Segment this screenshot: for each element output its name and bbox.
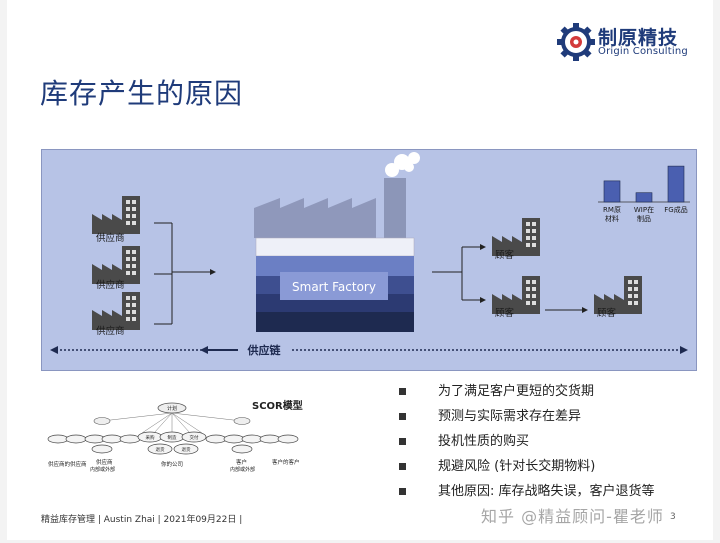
supplier-1 <box>92 196 140 234</box>
list-item: 其他原因: 库存战略失误，客户退货等 <box>391 482 711 507</box>
scor-title: SCOR模型 <box>252 399 303 412</box>
logo-chinese-name: 制原精技 <box>598 27 679 49</box>
inventory-label-1-1: 制品 <box>637 214 651 223</box>
arrow-to-customer-2-icon <box>480 297 486 303</box>
list-item: 规避风险 (针对长交期物料) <box>391 457 711 482</box>
supplier-3-label: 供应商 <box>96 325 125 337</box>
scor-customer-of-customer: 客户的客户 <box>272 458 300 466</box>
inventory-label-2-0: FG成品 <box>664 205 687 214</box>
scor-supplier-sub: 内部或外部 <box>90 466 115 473</box>
inventory-label-0-0: RM原 <box>603 206 621 214</box>
smart-factory <box>254 152 420 332</box>
supplier-connector <box>154 222 210 325</box>
inventory-bar-2 <box>667 165 685 203</box>
customer-2-label: 顾客 <box>495 307 515 319</box>
customer-3-label: 顾客 <box>597 307 617 319</box>
page-number: 3 <box>670 512 676 522</box>
logo-english-name: Origin Consulting <box>598 46 688 57</box>
bullet-square-icon <box>399 438 406 445</box>
gear-logo-icon <box>557 23 595 61</box>
supplier-3 <box>92 292 140 330</box>
scor-supplier: 供应商 <box>96 458 113 466</box>
inventory-label-0-1: 材料 <box>605 214 619 223</box>
list-item: 投机性质的购买 <box>391 432 711 457</box>
scor-model-svg: SCOR模型 计划 <box>47 399 303 473</box>
supply-chain-label: 供应链 <box>247 343 282 357</box>
supply-chain-svg: 供应商 供应商 供应商 <box>50 152 690 357</box>
customer-connector <box>432 246 582 311</box>
smart-factory-label: Smart Factory <box>292 280 376 294</box>
arrow-to-customer-3-icon <box>582 307 588 313</box>
scor-model: SCOR模型 计划 <box>40 397 310 492</box>
inventory-bar-0 <box>603 180 621 203</box>
scor-plan-label: 计划 <box>167 405 177 412</box>
inventory-label-1-0: WIP在 <box>634 205 654 214</box>
scor-return-label-1: 退货 <box>156 446 165 453</box>
scor-your-company: 你的公司 <box>161 460 183 468</box>
bullet-square-icon <box>399 463 406 470</box>
scor-customer: 客户 <box>236 458 247 466</box>
supplier-1-label: 供应商 <box>96 232 125 244</box>
scor-return-label-2: 退货 <box>182 446 191 453</box>
supply-chain-diagram: 供应商 供应商 供应商 <box>41 149 697 371</box>
footer: 精益库存管理 | Austin Zhai | 2021年09月22日 | <box>41 515 243 525</box>
scor-customer-sub: 内部或外部 <box>230 466 255 473</box>
arrow-to-customer-1-icon <box>480 244 486 250</box>
bullet-square-icon <box>399 413 406 420</box>
bullet-square-icon <box>399 488 406 495</box>
list-item: 为了满足客户更短的交货期 <box>391 382 711 407</box>
supply-chain-arrow <box>50 346 688 354</box>
reasons-list: 为了满足客户更短的交货期 预测与实际需求存在差异 投机性质的购买 规避风险 (针… <box>391 382 711 507</box>
supplier-2 <box>92 246 140 284</box>
watermark: 知乎 @精益顾问-瞿老师 <box>481 507 664 526</box>
scor-deliver-label: 交付 <box>190 434 199 441</box>
customer-1-label: 顾客 <box>495 249 515 261</box>
inventory-bar-1 <box>635 192 653 203</box>
page-title: 库存产生的原因 <box>40 77 244 110</box>
scor-supplier-of-supplier: 供应商的供应商 <box>48 460 87 468</box>
scor-make-label: 制造 <box>168 434 177 441</box>
slide: 制原精技 Origin Consulting 库存产生的原因 供应商 <box>7 0 713 540</box>
logo <box>556 22 706 62</box>
list-item: 预测与实际需求存在差异 <box>391 407 711 432</box>
bullet-square-icon <box>399 388 406 395</box>
scor-source-label: 采购 <box>146 434 155 441</box>
arrow-to-factory-icon <box>210 269 216 275</box>
supplier-2-label: 供应商 <box>96 279 125 291</box>
